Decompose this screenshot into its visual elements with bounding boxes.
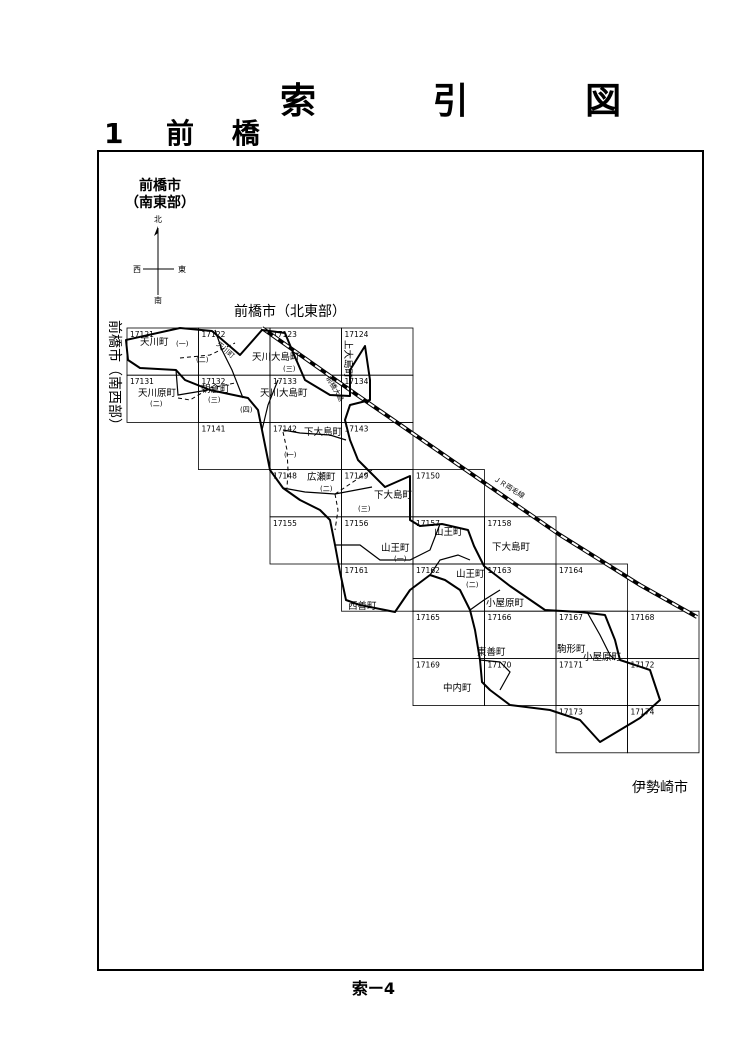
grid-cell <box>627 705 700 754</box>
neighbor-northeast-label: 前橋市（北東部） <box>234 303 346 320</box>
grid-cell-label: 17124 <box>345 330 369 339</box>
grid-cell-label: 17132 <box>202 377 226 386</box>
place-label: 西善町 <box>348 600 377 612</box>
compass-icon: 北 南 西 東 <box>133 215 186 305</box>
section-number: 1 <box>104 117 124 150</box>
grid-cell-label: 17171 <box>559 660 583 669</box>
place-label: 駒形町 <box>557 643 586 655</box>
grid-cell-label: 17157 <box>416 519 440 528</box>
grid-cell-label: 17174 <box>631 708 655 717</box>
place-label: (二) <box>466 581 479 589</box>
place-label: (二) <box>150 400 163 408</box>
place-label: 山王町 <box>381 543 410 554</box>
place-label: 山王町 <box>456 569 485 580</box>
place-label: (三) <box>208 396 221 404</box>
place-label: 東善町 <box>477 646 506 658</box>
grid-cell-label: 17161 <box>345 566 369 575</box>
place-label: 小屋原町 <box>486 598 525 609</box>
section-name: 前 橋 <box>166 117 274 150</box>
place-labels: 天川町 (一) (二) 天川町 天川大島町 (三) 上大島町 天川原町 (二) … <box>138 337 622 694</box>
grid-cell-label: 17131 <box>130 377 154 386</box>
section-heading: 1 前 橋 <box>104 112 274 152</box>
area-title-line1: 前橋市 <box>139 177 181 194</box>
place-label: (一) <box>284 451 297 459</box>
place-label: (三) <box>358 505 371 513</box>
place-label: 小屋原町 <box>583 652 622 663</box>
grid-cell-label: 17122 <box>202 330 226 339</box>
place-label: 広瀬町 <box>307 471 336 483</box>
compass-north: 北 <box>154 215 162 224</box>
area-title-line2: （南東部） <box>125 194 195 211</box>
grid-cell-label: 17162 <box>416 566 440 575</box>
place-label: 天川原町 <box>138 388 177 399</box>
place-label: 下大島町 <box>492 541 531 553</box>
grid-cell-label: 17168 <box>631 613 655 622</box>
place-label: 天川大島町 <box>260 387 308 399</box>
grid-cell-label: 17170 <box>488 660 512 669</box>
railway-line <box>260 326 698 619</box>
grid-cell-label: 17121 <box>130 330 154 339</box>
grid-cell-label: 17134 <box>345 377 369 386</box>
place-label: 下大島町 <box>374 489 413 501</box>
grid-cell-label: 17155 <box>273 519 297 528</box>
town-boundaries <box>175 329 616 691</box>
place-label: (二) <box>320 485 333 493</box>
place-label: (三) <box>283 365 296 373</box>
page-footer: 索ー4 <box>351 979 396 998</box>
grid-cell-label: 17149 <box>345 472 369 481</box>
map-frame <box>97 150 704 971</box>
neighbor-southwest-label: 前橋市（南西部） <box>106 320 123 432</box>
grid-cell-label: 17173 <box>559 708 583 717</box>
grid-cell-label: 17133 <box>273 377 297 386</box>
compass-south: 南 <box>154 295 162 305</box>
neighbor-isesaki-label: 伊勢崎市 <box>632 779 688 796</box>
place-label: 下大島町 <box>304 426 343 438</box>
place-label: 天川町 <box>140 337 169 348</box>
grid-cell-label: 17150 <box>416 472 440 481</box>
place-label: 山王町 <box>434 527 463 538</box>
grid-cell-label: 17156 <box>345 519 369 528</box>
compass-east: 東 <box>178 264 186 274</box>
place-label: 朝倉町 <box>201 383 230 395</box>
place-label: (二) <box>196 356 209 364</box>
grid-cell-label: 17158 <box>488 519 512 528</box>
grid-cell-label: 17172 <box>631 660 655 669</box>
grid-cell-label: 17164 <box>559 566 583 575</box>
grid-cell-label: 17141 <box>202 424 226 433</box>
grid-cell-label: 17166 <box>488 613 512 622</box>
place-label: 中内町 <box>443 682 472 694</box>
grid-cell-label: 17165 <box>416 613 440 622</box>
grid-cell-label: 17169 <box>416 660 440 669</box>
place-label: (一) <box>394 555 407 563</box>
grid-cell-label: 17142 <box>273 424 297 433</box>
compass-west: 西 <box>133 265 141 274</box>
page-title: 索 引 図 <box>280 81 674 122</box>
place-label: 天川大島町 <box>252 351 300 363</box>
grid-cell-label: 17167 <box>559 613 583 622</box>
area-boundary <box>125 327 661 743</box>
railway-label: ＪＲ両毛線 <box>492 474 526 500</box>
place-label: 上大島町 <box>342 340 354 379</box>
place-label: (一) <box>176 340 189 348</box>
dashed-boundaries <box>177 342 373 531</box>
grid-cell-label: 17143 <box>345 424 369 433</box>
grid-cell-label: 17148 <box>273 472 297 481</box>
grid-cell-label: 17163 <box>488 566 512 575</box>
place-label: (四) <box>240 406 253 414</box>
